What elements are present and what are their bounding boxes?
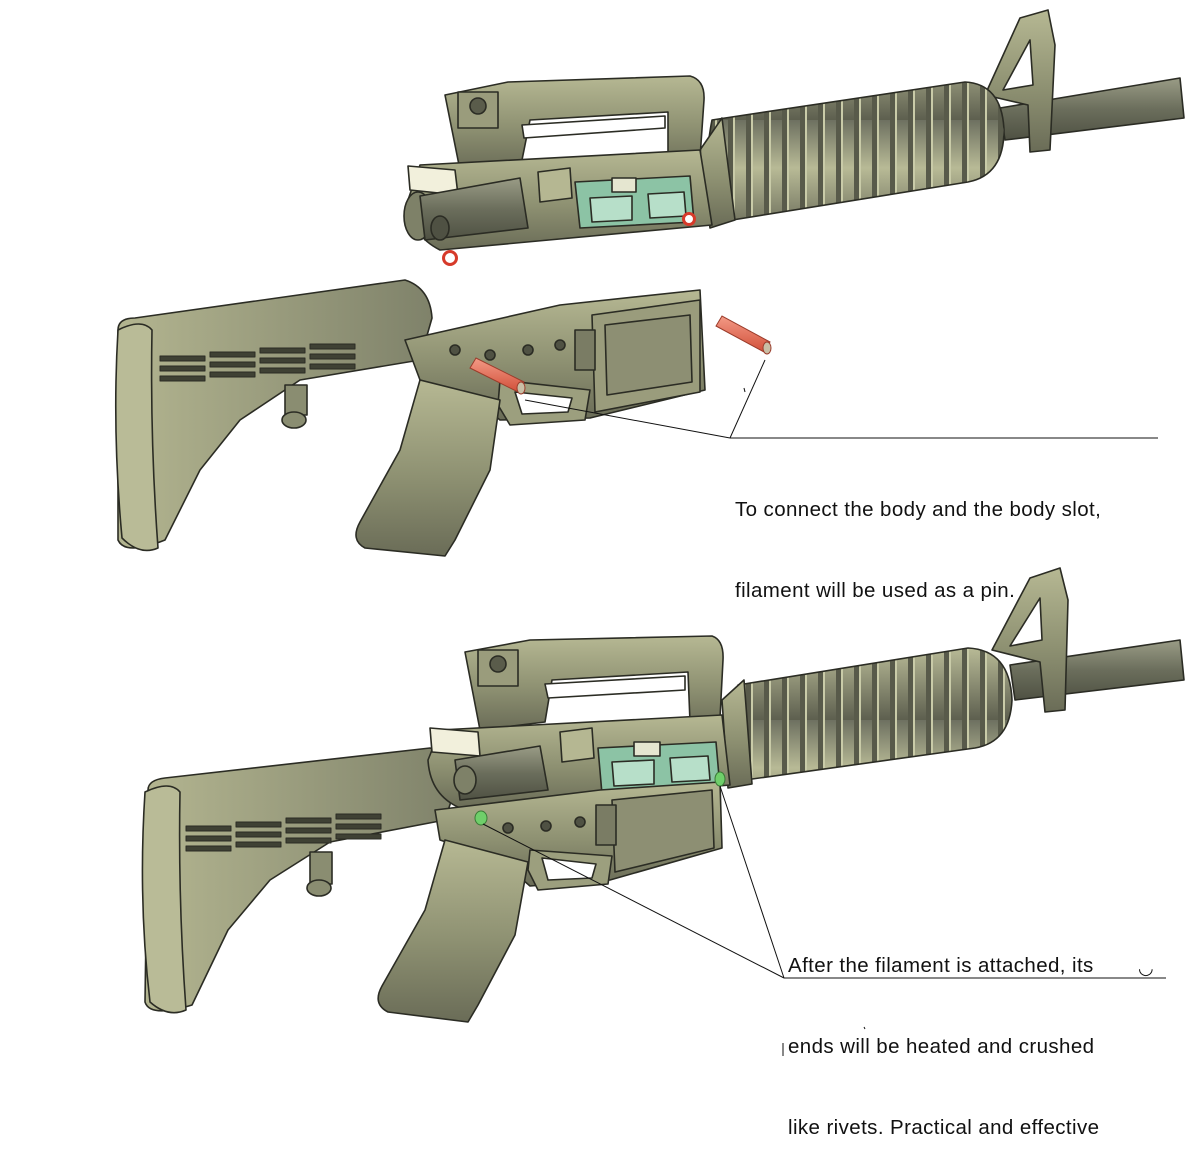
lower-receiver-middle — [114, 279, 706, 557]
pin-hole-rear-top — [682, 212, 696, 226]
pin-annotation: To connect the body and the body slot, f… — [735, 442, 1101, 631]
pistol-grip-middle — [355, 379, 501, 557]
pin-annotation-line1: To connect the body and the body slot, — [735, 498, 1102, 521]
rivet-annotation-line1: After the filament is attached, its — [788, 954, 1094, 977]
leader-lines-note1 — [524, 359, 1158, 439]
filament-pin-right — [715, 315, 771, 353]
handguard-top — [706, 81, 1005, 223]
rivet-annotation-line3: like rivets. Practical and effective — [788, 1116, 1100, 1139]
upper-receiver-top — [403, 9, 1185, 266]
filament-pin-left — [469, 357, 525, 393]
inserted-pin-rear — [714, 771, 726, 787]
inserted-pins — [474, 771, 726, 826]
filament-pins — [469, 315, 772, 395]
assembled-rifle-bottom — [141, 567, 1185, 1023]
inserted-pin-front — [474, 810, 488, 826]
pin-annotation-line2: filament will be used as a pin. — [735, 579, 1016, 602]
rivet-annotation-line2: ends will be heated and crushed — [788, 1035, 1095, 1058]
rivet-annotation: After the filament is attached, its ends… — [788, 898, 1099, 1168]
pin-hole-front-top — [442, 250, 458, 266]
leader-lines-note2 — [482, 785, 1166, 1056]
carry-handle-top — [444, 75, 705, 171]
smile-icon: ◡ — [1138, 958, 1154, 979]
rifle-assembly-diagram — [114, 9, 1185, 1056]
stock-vents-middle — [159, 343, 356, 382]
